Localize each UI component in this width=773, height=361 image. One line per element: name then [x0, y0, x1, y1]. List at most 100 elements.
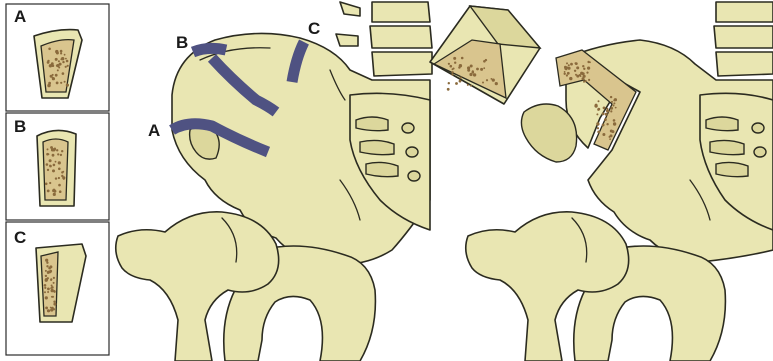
marrow-dot: [55, 58, 58, 61]
marrow-dot: [45, 307, 48, 310]
marrow-dot: [579, 74, 581, 76]
marrow-dot: [44, 287, 46, 289]
marrow-dot: [566, 74, 568, 76]
marrow-dot: [480, 68, 483, 71]
marrow-dot: [50, 287, 52, 289]
marrow-dot: [610, 96, 612, 98]
marrow-dot: [47, 190, 50, 193]
marrow-dot: [594, 104, 597, 107]
marrow-dot: [613, 119, 616, 122]
cut-label-c: C: [308, 19, 320, 38]
marrow-dot: [46, 153, 49, 156]
marrow-dot: [451, 71, 453, 73]
marrow-dot: [472, 71, 475, 74]
marrow-dot: [613, 105, 615, 107]
marrow-dot: [60, 52, 62, 54]
marrow-dot: [64, 54, 66, 56]
marrow-dot: [568, 64, 570, 66]
marrow-dot: [56, 149, 58, 151]
marrow-dot: [58, 60, 60, 62]
marrow-dot: [602, 124, 605, 127]
marrow-dot: [476, 68, 479, 71]
marrow-dot: [44, 284, 47, 287]
marrow-dot: [614, 98, 617, 101]
marrow-dot: [45, 275, 47, 277]
marrow-dot: [461, 57, 464, 60]
marrow-dot: [610, 130, 613, 133]
harvested-graft: [430, 6, 540, 104]
marrow-dot: [50, 278, 52, 280]
marrow-dot: [566, 62, 568, 64]
marrow-dot: [53, 282, 55, 284]
marrow-dot: [453, 68, 455, 70]
marrow-dot: [47, 169, 49, 171]
marrow-dot: [604, 118, 607, 121]
marrow-dot: [574, 70, 576, 72]
marrow-dot: [453, 57, 456, 60]
marrow-dot: [46, 163, 49, 166]
marrow-dot: [58, 161, 61, 164]
marrow-dot: [62, 61, 64, 63]
inset-label-c: C: [14, 228, 26, 247]
marrow-dot: [62, 171, 64, 173]
marrow-dot: [473, 73, 476, 76]
marrow-dot: [47, 309, 50, 312]
marrow-dot: [50, 308, 53, 311]
marrow-dot: [49, 159, 52, 162]
marrow-dot: [60, 82, 62, 84]
marrow-dot: [62, 72, 65, 75]
marrow-dot: [50, 75, 53, 78]
marrow-dot: [460, 77, 462, 79]
marrow-dot: [582, 65, 584, 67]
marrow-dot: [60, 154, 62, 156]
marrow-dot: [609, 138, 611, 140]
spine-right: [714, 2, 773, 76]
marrow-dot: [47, 291, 49, 293]
marrow-dot: [56, 82, 59, 85]
marrow-dot: [49, 182, 51, 184]
marrow-dot: [597, 127, 599, 129]
inset-label-a: A: [14, 7, 26, 26]
marrow-dot: [45, 259, 48, 262]
marrow-dot: [611, 101, 613, 103]
marrow-dot: [467, 69, 470, 72]
spine: [336, 2, 432, 76]
marrow-dot: [49, 270, 52, 273]
marrow-dot: [569, 77, 572, 80]
marrow-dot: [50, 307, 52, 309]
marrow-dot: [54, 290, 56, 292]
marrow-dot: [53, 277, 55, 279]
marrow-dot: [602, 112, 605, 115]
marrow-dot: [47, 288, 50, 291]
pelvis-with-cut-lines: A B C: [116, 2, 432, 361]
marrow-dot: [55, 74, 58, 77]
marrow-dot: [48, 48, 51, 51]
marrow-dot: [615, 107, 617, 109]
marrow-dot: [51, 296, 53, 298]
marrow-dot: [60, 50, 63, 53]
marrow-dot: [57, 153, 59, 155]
marrow-dot: [596, 122, 599, 125]
marrow-dot: [609, 136, 611, 138]
marrow-dot: [469, 73, 472, 76]
marrow-dot: [53, 193, 56, 196]
marrow-dot: [48, 267, 51, 270]
inset-column: A B C: [6, 4, 109, 355]
marrow-dot: [45, 183, 48, 186]
marrow-dot: [57, 69, 59, 71]
marrow-dot: [470, 65, 473, 68]
marrow-dot: [597, 108, 600, 111]
marrow-dot: [52, 169, 55, 172]
marrow-dot: [483, 67, 485, 69]
marrow-dot: [450, 65, 453, 68]
marrow-dot: [58, 177, 60, 179]
marrow-dot: [455, 82, 458, 85]
marrow-dot: [51, 62, 54, 65]
marrow-dot: [44, 291, 46, 293]
marrow-dot: [448, 63, 450, 65]
marrow-dot: [485, 59, 487, 61]
marrow-dot: [55, 161, 57, 163]
marrow-dot: [45, 278, 48, 281]
marrow-dot: [66, 84, 69, 87]
marrow-dot: [58, 184, 61, 187]
